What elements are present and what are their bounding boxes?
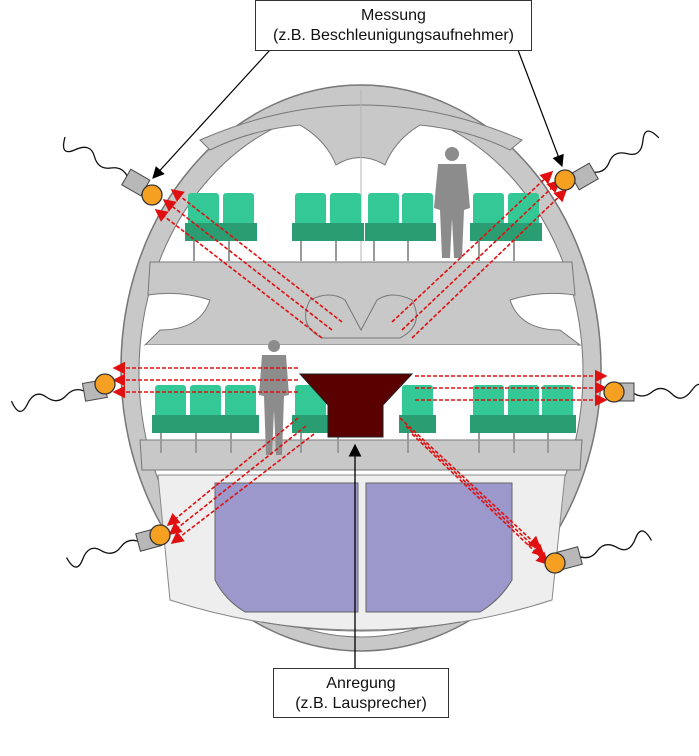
seat: [292, 193, 329, 261]
excitation-title: Anregung: [326, 675, 396, 692]
sound-propagation-rays: [112, 170, 608, 566]
measurement-title: Messung: [361, 7, 426, 24]
accelerometer-sensor: [554, 130, 660, 191]
measurement-subtitle: (z.B. Beschleunigungsaufnehmer): [272, 27, 515, 44]
seat: [399, 193, 436, 261]
seat: [292, 385, 329, 453]
sensor-icon: [94, 373, 116, 395]
cargo-container-left: [214, 482, 359, 613]
sensor-icon: [544, 552, 566, 574]
seat: [222, 385, 259, 453]
excitation-label: Anregung (z.B. Lausprecher): [273, 668, 449, 718]
accelerometer-sensors: [10, 130, 699, 574]
seat: [187, 385, 224, 453]
seat: [220, 193, 257, 261]
sensor-icon: [141, 184, 163, 206]
accelerometer-sensor: [544, 530, 653, 574]
accelerometer-sensor: [603, 381, 699, 403]
measurement-pointer-left: [152, 49, 271, 179]
cargo-container-right: [365, 482, 513, 613]
sensor-icon: [149, 524, 171, 546]
excitation-subtitle: (z.B. Lausprecher): [295, 695, 427, 712]
sensor-icon: [554, 169, 576, 191]
seat: [185, 193, 222, 261]
accelerometer-sensor: [10, 373, 116, 412]
seat: [152, 385, 189, 453]
person-silhouette: [434, 147, 470, 258]
loudspeaker-icon: [298, 373, 414, 438]
seat: [505, 385, 542, 453]
sensor-icon: [603, 381, 625, 403]
seat: [470, 193, 507, 261]
accelerometer-sensor: [62, 136, 163, 206]
measurement-label: Messung (z.B. Beschleunigungsaufnehmer): [255, 0, 532, 51]
seat: [539, 385, 576, 453]
seat: [470, 385, 507, 453]
accelerometer-sensor: [65, 524, 171, 568]
passenger-seats: [152, 193, 576, 453]
seat: [365, 193, 402, 261]
seat: [327, 193, 364, 261]
measurement-pointer-right: [517, 49, 564, 168]
